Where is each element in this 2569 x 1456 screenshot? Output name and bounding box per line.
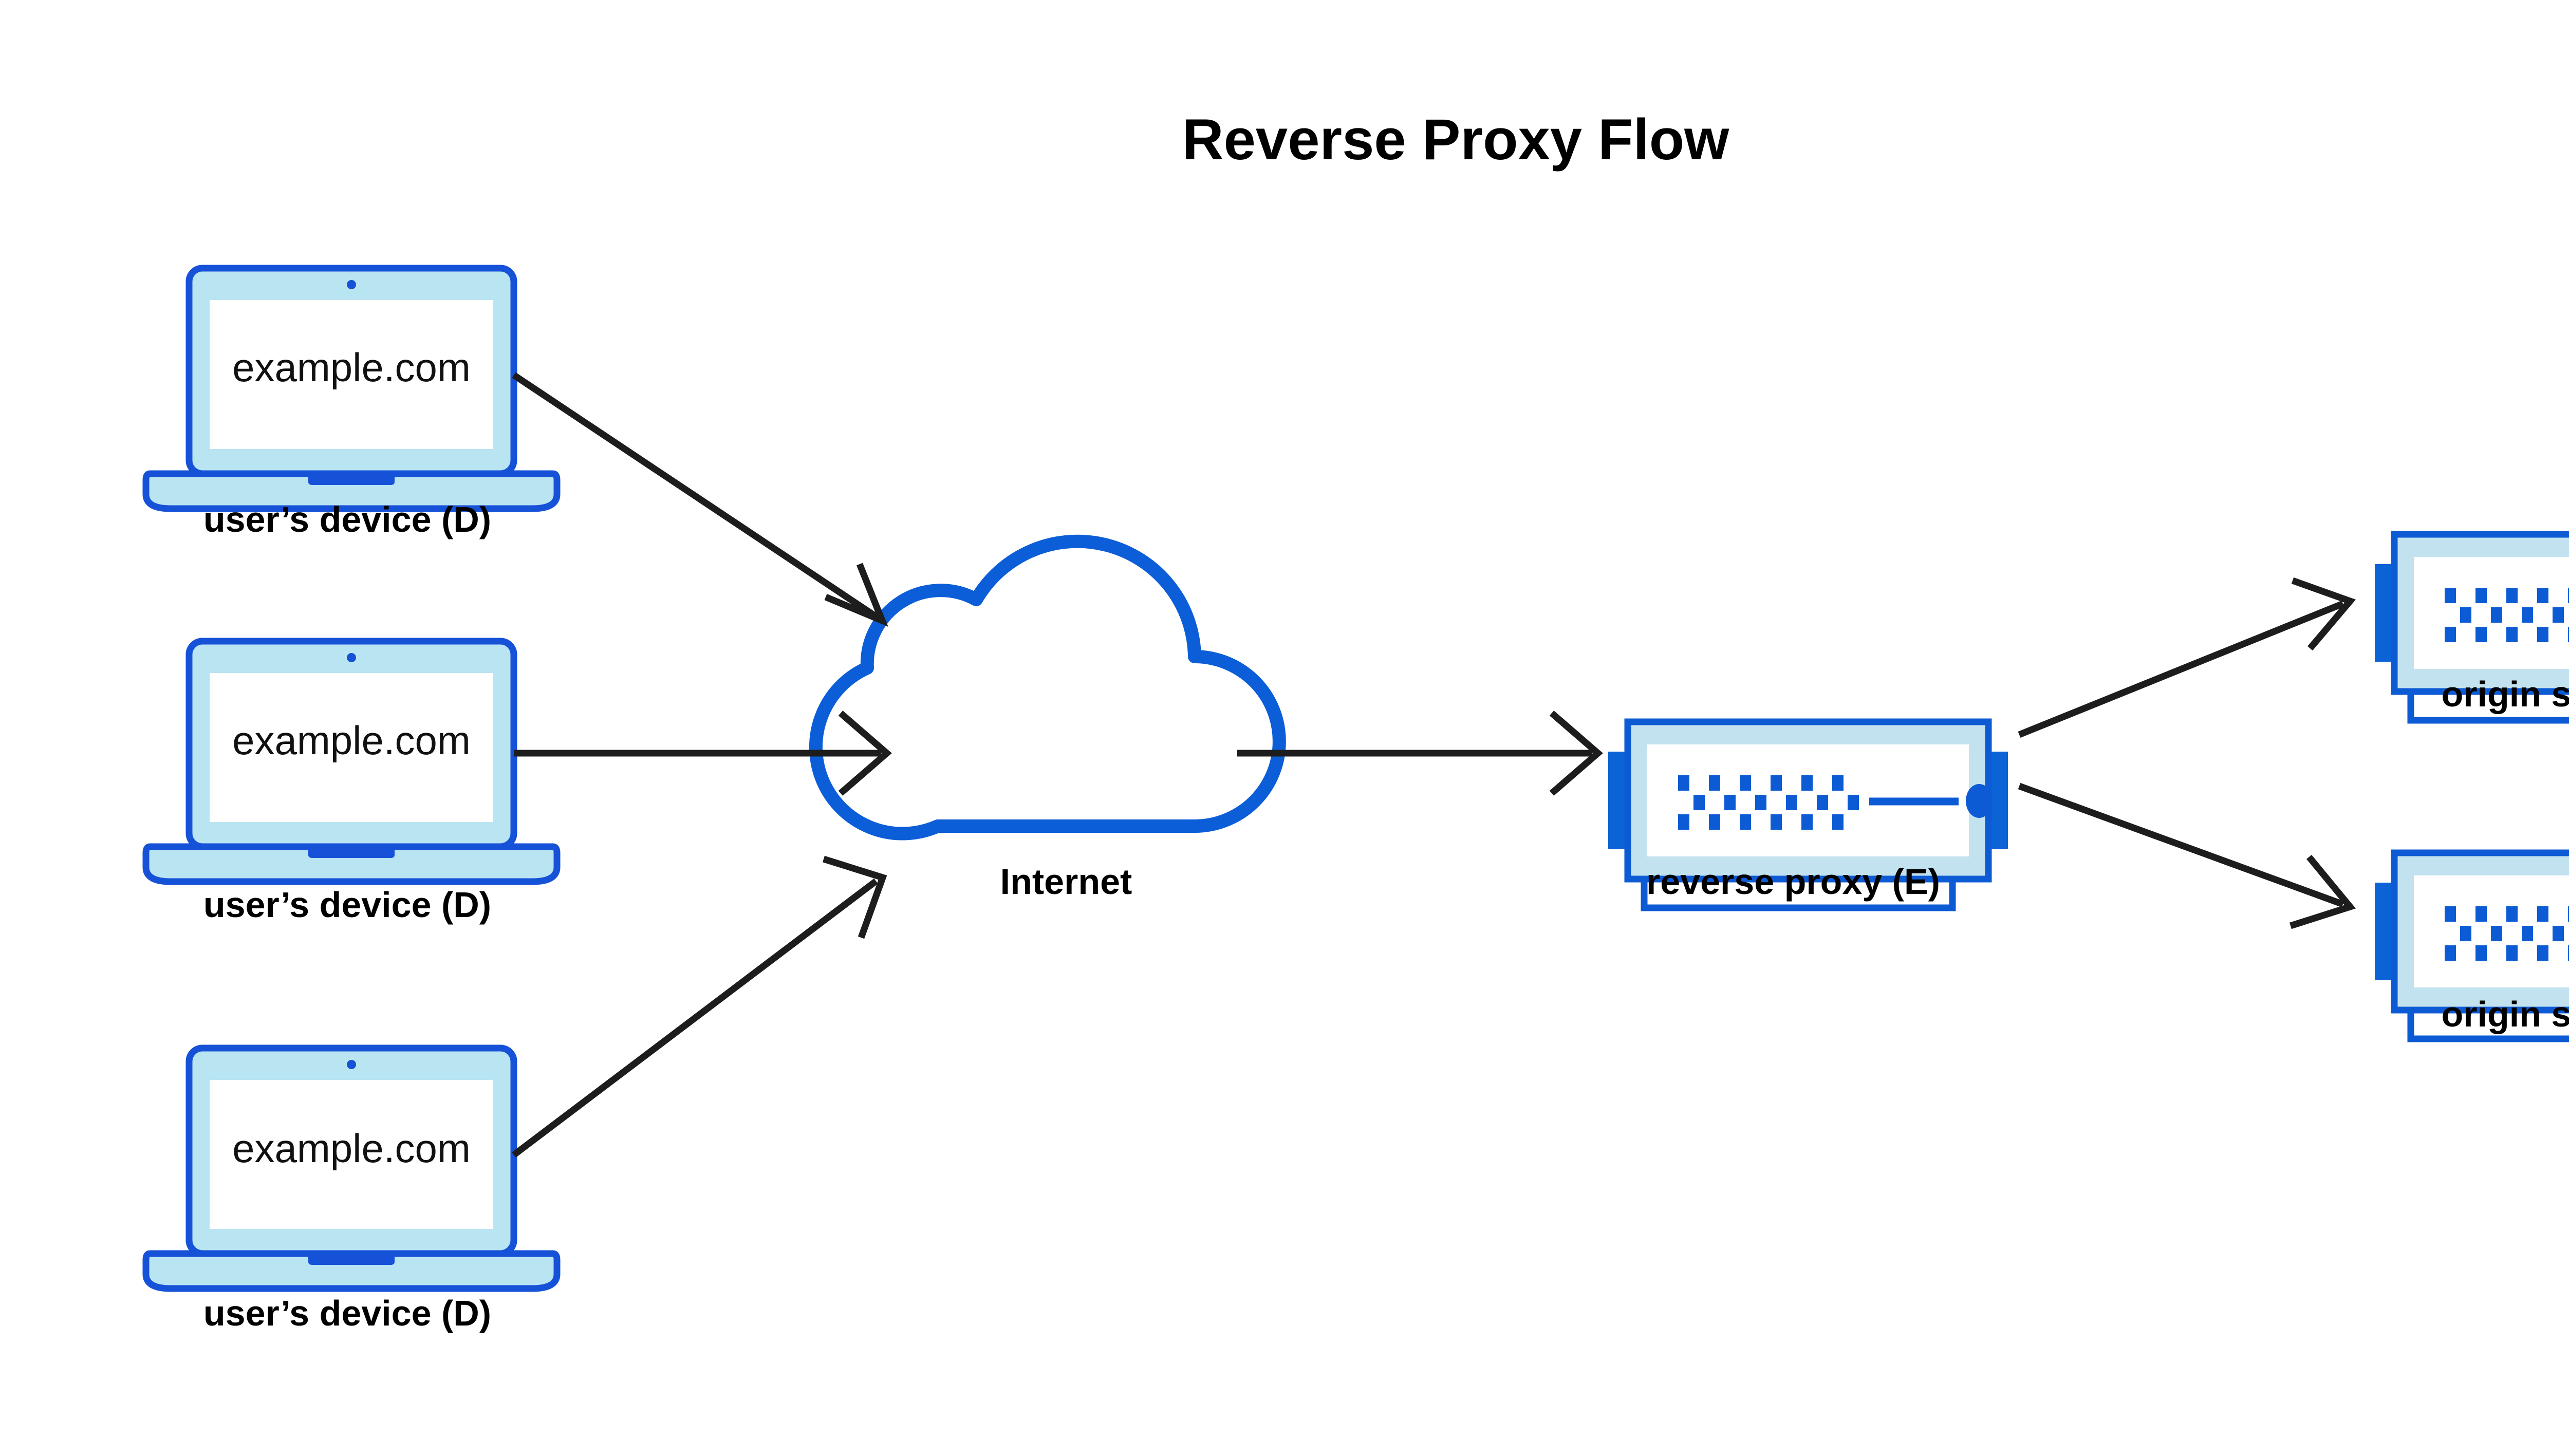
flow-arrow-client3-to-internet: [512, 855, 887, 1158]
client-label: user’s device (D): [203, 1293, 491, 1333]
laptop-screen-url: example.com: [232, 1126, 471, 1171]
internet-node[interactable]: Internet: [809, 534, 1286, 902]
internet-label: Internet: [1000, 862, 1132, 902]
flow-arrow-proxy-to-origin1: [2018, 577, 2356, 738]
client-label: user’s device (D): [203, 885, 491, 925]
flow-arrow-client2-to-internet: [514, 711, 892, 796]
origin-server-node-1[interactable]: origin server (F): [2375, 534, 2569, 720]
client-node-2[interactable]: example.com user’s device (D): [146, 641, 557, 925]
flow-arrow-internet-to-proxy: [1237, 711, 1603, 796]
page-title: Reverse Proxy Flow: [1182, 107, 1729, 172]
flow-arrow-proxy-to-origin2: [2018, 782, 2356, 929]
client-node-1[interactable]: example.com user’s device (D): [146, 268, 557, 539]
client-node-3[interactable]: example.com user’s device (D): [146, 1048, 557, 1333]
reverse-proxy-label: reverse proxy (E): [1646, 862, 1940, 902]
flow-arrow-client1-to-internet: [512, 372, 888, 627]
origin-server-label: origin server (F): [2442, 674, 2569, 714]
client-label: user’s device (D): [203, 499, 491, 539]
cloud-icon: [809, 534, 1286, 841]
origin-server-node-2[interactable]: origin server (F): [2375, 853, 2569, 1039]
origin-server-label: origin server (F): [2442, 994, 2569, 1034]
reverse-proxy-node[interactable]: reverse proxy (E): [1608, 722, 2008, 908]
laptop-screen-url: example.com: [232, 345, 471, 390]
laptop-screen-url: example.com: [232, 718, 471, 763]
